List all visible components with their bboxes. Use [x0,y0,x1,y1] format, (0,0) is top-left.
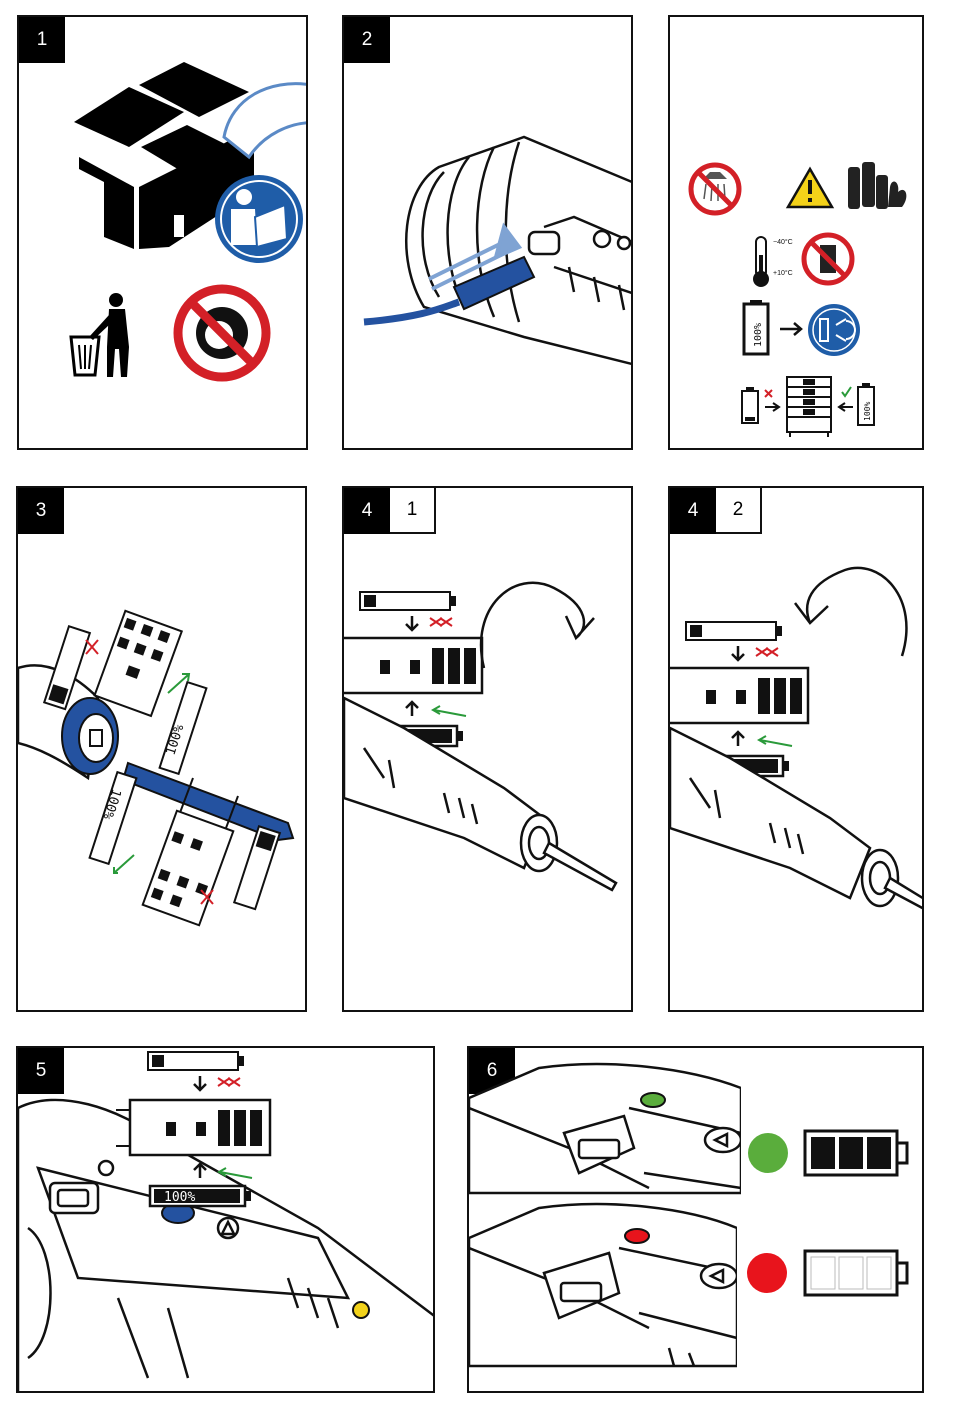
open-box-icon [74,62,254,249]
battery-full-icon [803,1129,909,1177]
green-led-icon [640,1092,666,1108]
no-heat-battery-icon [801,232,855,286]
screwdriver-body-icon [469,1062,743,1195]
step-number-badge: 3 [18,488,64,534]
screwdriver-body-icon [344,696,618,892]
bit-holder-icon [61,697,119,775]
step-1-illustration [69,62,306,382]
rotate-counterclockwise-icon [794,566,908,657]
bit-storage-rack-icon [670,666,810,725]
panel-step-5: 5 [16,1046,435,1393]
step-6-illustration [469,1048,922,1376]
full-battery-icon [88,770,138,866]
empty-battery-icon [232,824,282,911]
red-cross-icon [764,389,773,398]
arrow-up-icon [731,730,745,746]
storage-cabinet-icon [786,376,832,437]
red-cross-icon [85,639,99,655]
panel-step-1: 1 [17,15,308,450]
step-2-illustration [363,135,631,366]
arrow-down-icon [193,1076,207,1092]
green-arrow-icon [216,1167,253,1179]
no-children-icon [173,284,271,382]
curved-arrow-icon [222,82,306,160]
bit-storage-rack-icon [116,1098,272,1157]
temp-high-label: −40°C [773,238,793,246]
panel-step-6: 6 [467,1046,924,1393]
panel-step-4-1: 4 1 100% [342,486,633,1012]
warning-triangle-icon [785,166,835,209]
step-4-1-illustration: 100% [344,581,618,892]
step-3-illustration: 100% 100% [18,609,295,927]
empty-battery-icon [741,387,759,424]
step-number-badge: 4 [344,488,390,534]
arrow-down-icon [731,646,745,662]
no-water-icon [688,162,742,216]
green-arrow-icon [756,735,793,747]
dispose-trash-icon [69,293,129,377]
full-battery-icon [148,1184,251,1208]
green-arrow-icon [113,854,135,874]
low-battery-icon [359,591,456,611]
red-cross-icon [755,647,769,657]
red-cross-icon [439,617,453,627]
battery-full-label: 100% [164,1190,195,1205]
arrow-down-icon [405,616,419,632]
thermometer-icon [753,236,769,287]
step-number-badge: 2 [344,17,390,63]
red-cross-icon [227,1077,241,1087]
green-arrow-icon [430,705,467,717]
battery-full-label: 100% [753,323,764,347]
screwdriver-body-icon [469,1202,739,1368]
green-arrow-icon [167,673,191,694]
unplug-charger-icon [808,304,860,356]
panel-step-3: 3 [16,486,307,1012]
low-battery-icon [147,1051,244,1071]
red-cross-icon [200,889,214,905]
substep-number-badge: 2 [716,488,762,534]
insert-arrow-icon [428,222,523,291]
battery-empty-icon [803,1249,909,1297]
read-manual-icon [215,175,303,263]
bit-storage-rack-icon [344,636,484,695]
bit-storage-rack-icon [93,609,184,718]
red-cross-icon [217,1077,231,1087]
safety-illustration: −40°C +10°C 100% [688,162,907,437]
panel-step-2: 2 [342,15,633,450]
green-check-icon [841,386,852,398]
battery-full-label-small: 100% [863,402,872,421]
arrow-up-icon [405,700,419,716]
step-4-2-illustration: 100% [670,566,922,910]
arrow-up-icon [193,1162,207,1178]
step-number-badge: 5 [18,1048,64,1094]
temp-low-label: +10°C [773,269,793,277]
red-status-dot-icon [747,1253,787,1293]
arrow-left-icon [837,402,853,412]
green-status-dot-icon [748,1133,788,1173]
step-5-illustration: 100% [18,1051,433,1391]
yellow-led-icon [352,1301,370,1319]
red-cross-icon [765,647,779,657]
substep-number-badge: 1 [390,488,436,534]
panel-step-4-2: 4 2 100% [668,486,924,1012]
step-number-badge: 4 [670,488,716,534]
usb-cable-icon [363,255,536,326]
arrow-right-icon [765,402,781,412]
rotate-clockwise-icon [479,581,595,669]
low-battery-icon [685,621,782,641]
bit-storage-rack-icon [141,809,235,927]
empty-battery-icon [42,624,92,711]
battery-fire-icon [848,162,907,209]
full-battery-icon [158,680,208,776]
screwdriver-body-icon [405,135,631,366]
panel-safety: −40°C +10°C 100% [668,15,924,450]
screwdriver-body-icon [18,1098,433,1391]
step-number-badge: 1 [19,17,65,63]
full-battery-small-icon [857,383,875,426]
red-cross-icon [429,617,443,627]
screwdriver-body-icon [670,726,922,910]
red-led-icon [624,1228,650,1244]
arrow-right-icon [780,322,803,336]
full-battery-icon [742,300,770,356]
